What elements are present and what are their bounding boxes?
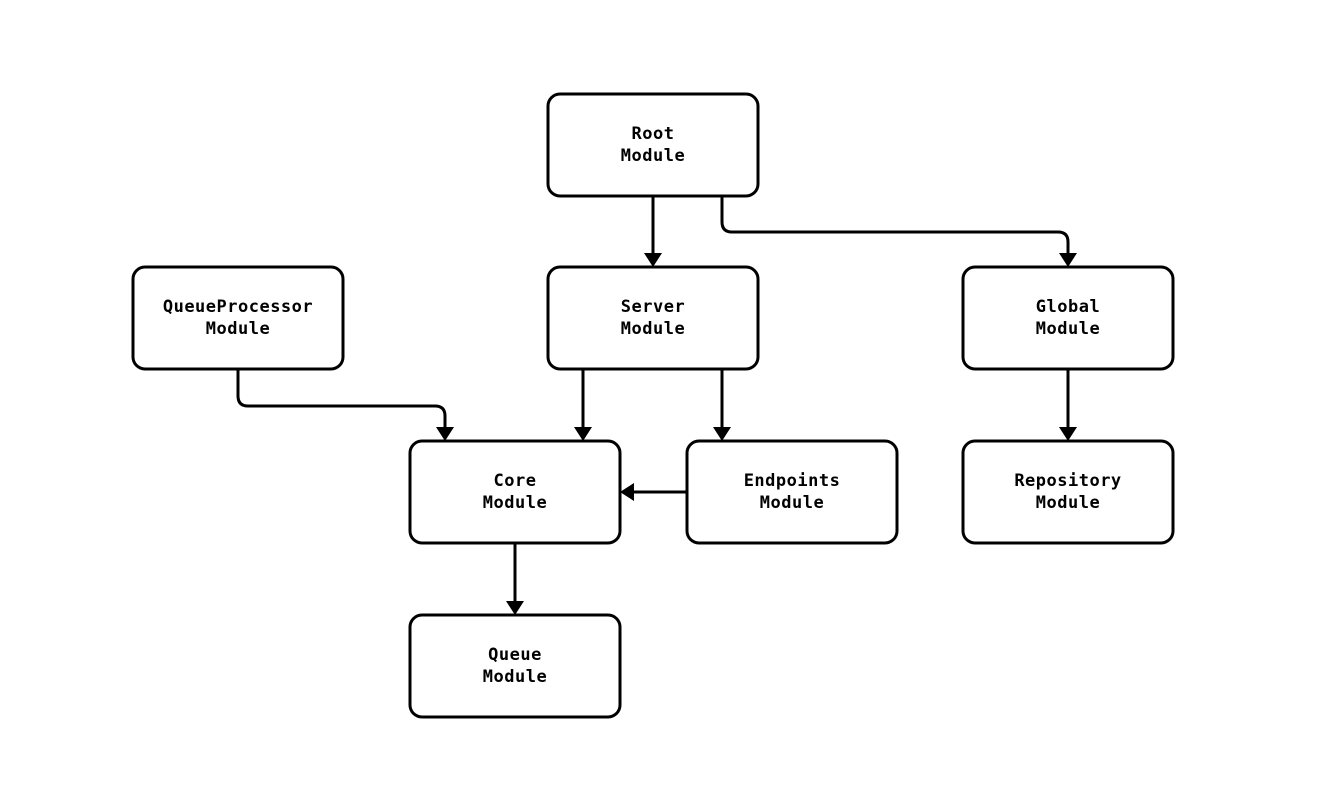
node-label-line1: Core	[494, 471, 537, 491]
arrowhead-icon	[574, 427, 592, 441]
edge-server-to-core	[574, 369, 592, 441]
edge-core-to-queue	[506, 543, 524, 615]
arrowhead-icon	[436, 427, 454, 441]
node-label-line2: Module	[483, 667, 547, 687]
node-box[interactable]	[685, 439, 899, 545]
edges-layer	[236, 196, 1077, 615]
nodes-layer: RootModuleQueueProcessorModuleServerModu…	[131, 92, 1175, 719]
node-label-line2: Module	[760, 493, 824, 513]
node-label-line2: Module	[483, 493, 547, 513]
edge-line	[720, 196, 1070, 253]
arrowhead-icon	[644, 253, 662, 267]
node-box[interactable]	[961, 265, 1175, 371]
edge-endpoints-to-core	[620, 483, 687, 501]
arrowhead-icon	[1059, 253, 1077, 267]
node-label-line1: Root	[632, 124, 675, 144]
node-box[interactable]	[546, 265, 760, 371]
node-box[interactable]	[131, 265, 345, 371]
node-label-line2: Module	[621, 319, 685, 339]
edge-line	[236, 369, 447, 427]
arrowhead-icon	[506, 601, 524, 615]
node-label-line1: Queue	[488, 645, 542, 665]
node-label-line1: Global	[1036, 297, 1100, 317]
node-label-line1: Repository	[1014, 471, 1121, 491]
node-box[interactable]	[961, 439, 1175, 545]
edge-root-to-global	[720, 196, 1077, 267]
edge-root-to-server	[644, 196, 662, 267]
arrowhead-icon	[620, 483, 634, 501]
node-label-line2: Module	[1036, 493, 1100, 513]
node-label-line2: Module	[1036, 319, 1100, 339]
node-label-line2: Module	[206, 319, 270, 339]
edge-global-to-repository	[1059, 369, 1077, 441]
node-box[interactable]	[408, 613, 622, 719]
node-label-line1: QueueProcessor	[163, 297, 313, 317]
arrowhead-icon	[1059, 427, 1077, 441]
arrowhead-icon	[713, 427, 731, 441]
node-box[interactable]	[408, 439, 622, 545]
node-label-line1: Endpoints	[744, 471, 841, 491]
node-box[interactable]	[546, 92, 760, 198]
edge-server-to-endpoints	[713, 369, 731, 441]
node-label-line1: Server	[621, 297, 685, 317]
node-label-line2: Module	[621, 146, 685, 166]
edge-queueprocessor-to-core	[236, 369, 454, 441]
